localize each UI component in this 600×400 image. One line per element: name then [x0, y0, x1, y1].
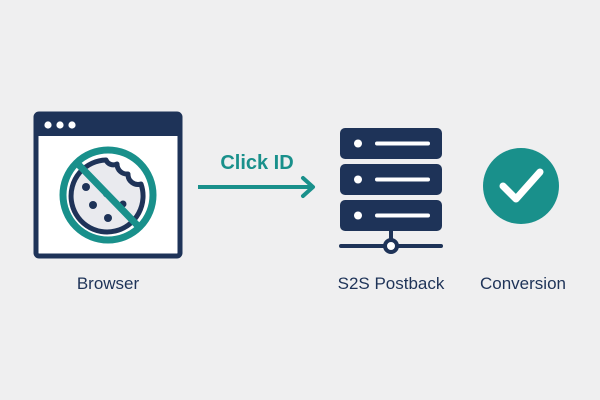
browser-dot-2 [56, 121, 64, 129]
click-id-label: Click ID [220, 152, 294, 174]
server-rack-icon [339, 128, 443, 254]
conversion-label: Conversion [480, 274, 566, 293]
browser-label: Browser [76, 274, 140, 293]
check-circle-icon [483, 148, 559, 224]
browser-dot-1 [44, 121, 52, 129]
browser-dot-3 [68, 121, 76, 129]
click-id-arrow [198, 176, 315, 198]
no-cookie-icon [59, 146, 157, 244]
network-node [383, 238, 399, 254]
server-label: S2S Postback [337, 274, 445, 293]
browser-titlebar [36, 114, 180, 136]
